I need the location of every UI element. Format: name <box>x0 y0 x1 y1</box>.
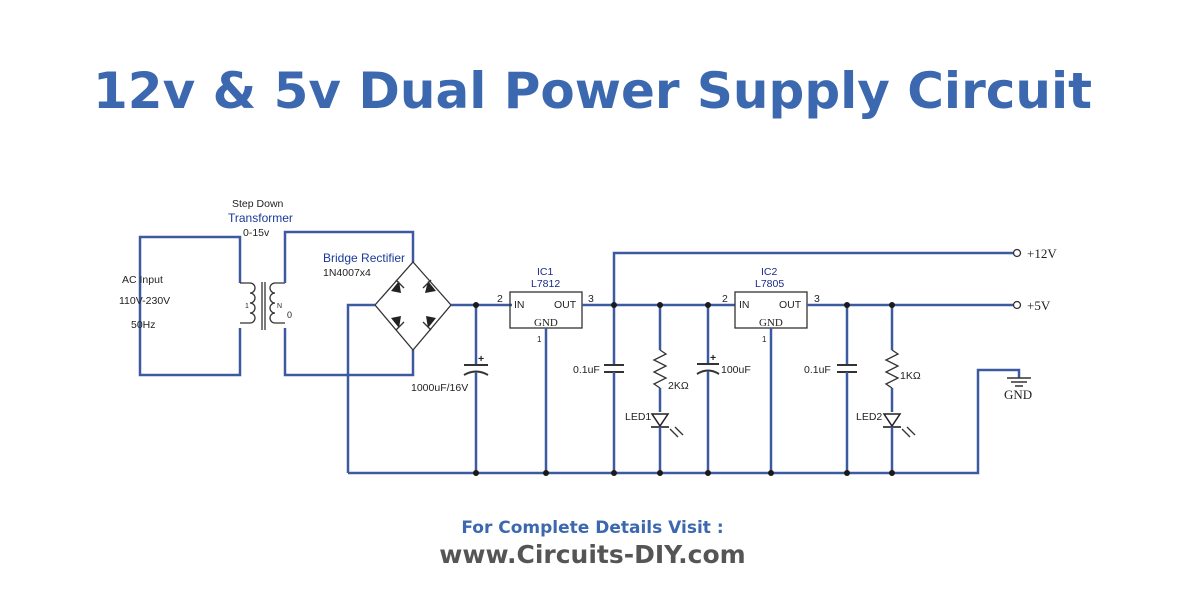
ic2-in: IN <box>739 299 750 311</box>
diode-d4 <box>422 316 436 331</box>
output-gnd-label: GND <box>1004 387 1032 402</box>
junction-dot <box>844 302 850 308</box>
transformer-pin-secondary: 0 <box>287 310 292 320</box>
r1-label: 2KΩ <box>668 380 689 392</box>
ac-input-label: AC Input <box>122 274 163 286</box>
ic2-part: L7805 <box>755 278 784 290</box>
ic2-out: OUT <box>779 299 802 311</box>
transformer-pin-n: N <box>277 303 282 310</box>
junction-dot <box>611 470 617 476</box>
c3-label: 100uF <box>721 364 751 376</box>
junction-dot <box>768 470 774 476</box>
c1-label: 1000uF/16V <box>411 382 468 394</box>
ic1-part: L7812 <box>531 278 560 290</box>
junction-dot <box>657 302 663 308</box>
capacitor-c2: 0.1uF <box>573 305 624 473</box>
diode-d3 <box>391 316 405 331</box>
output-5v-label: +5V <box>1027 298 1051 313</box>
c1-polarity: + <box>478 353 484 365</box>
junction-dot <box>473 302 479 308</box>
regulator-ic2: IC2 L7805 IN OUT GND 2 3 1 <box>722 266 820 473</box>
capacitor-c1: + 1000uF/16V <box>411 305 489 473</box>
r2-label: 1KΩ <box>900 370 921 382</box>
transformer-label-top: Step Down <box>232 198 284 210</box>
ac-input-frequency: 50Hz <box>131 319 156 331</box>
resistor-r2: 1KΩ <box>884 305 921 412</box>
ic1-pin-in: 2 <box>497 293 503 305</box>
junction-dot <box>889 302 895 308</box>
transformer-rating: 0-15v <box>243 227 270 239</box>
terminal-12v: +12V <box>1012 246 1057 261</box>
c2-label: 0.1uF <box>573 364 600 376</box>
regulator-ic1: IC1 L7812 IN OUT GND 2 3 1 <box>497 266 594 473</box>
footer-label: For Complete Details Visit : <box>461 518 724 538</box>
c3-polarity: + <box>710 352 716 364</box>
bridge-part: 1N4007x4 <box>323 267 371 279</box>
ic2-pin-gnd: 1 <box>762 335 767 344</box>
junction-dot <box>473 470 479 476</box>
ic1-in: IN <box>514 299 525 311</box>
led1-label: LED1 <box>625 411 651 423</box>
capacitor-c4: 0.1uF <box>804 305 857 473</box>
bridge-label: Bridge Rectifier <box>323 251 405 265</box>
ic2-pin-out: 3 <box>814 293 820 305</box>
output-12v-label: +12V <box>1027 246 1057 261</box>
ic1-pin-out: 3 <box>588 293 594 305</box>
footer-url[interactable]: www.Circuits-DIY.com <box>439 540 746 569</box>
junction-dot <box>705 302 711 308</box>
ground-icon <box>1007 377 1031 387</box>
ic1-ref: IC1 <box>537 266 554 278</box>
ic2-ref: IC2 <box>761 266 778 278</box>
ic2-gnd: GND <box>759 317 783 329</box>
diode-d2 <box>422 279 436 293</box>
transformer-pin-primary: 1 <box>245 303 249 310</box>
c4-label: 0.1uF <box>804 364 831 376</box>
led2: LED2 <box>856 411 916 473</box>
junction-dot <box>543 470 549 476</box>
ic2-pin-in: 2 <box>722 293 728 305</box>
junction-dots <box>473 302 895 476</box>
ic1-out: OUT <box>554 299 577 311</box>
terminal-5v: +5V <box>1012 298 1051 313</box>
diode-d1 <box>391 279 405 293</box>
resistor-r1: 2KΩ <box>652 305 689 412</box>
ic1-pin-gnd: 1 <box>537 335 542 344</box>
transformer: Step Down Transformer 0-15v 1 N 0 <box>228 198 293 330</box>
transformer-label-main: Transformer <box>228 211 293 225</box>
led1: LED1 <box>625 411 684 473</box>
junction-dot <box>657 470 663 476</box>
bridge-rectifier: Bridge Rectifier 1N4007x4 <box>323 251 452 352</box>
junction-dot <box>705 470 711 476</box>
junction-dot <box>889 470 895 476</box>
page-title: 12v & 5v Dual Power Supply Circuit <box>92 62 1093 120</box>
ic1-gnd: GND <box>534 317 558 329</box>
led2-label: LED2 <box>856 411 882 423</box>
junction-dot <box>611 302 617 308</box>
capacitor-c3: + 100uF <box>696 305 751 473</box>
ac-input: AC Input 110V-230V 50Hz <box>119 235 242 377</box>
junction-dot <box>844 470 850 476</box>
ac-input-voltage: 110V-230V <box>119 295 170 307</box>
